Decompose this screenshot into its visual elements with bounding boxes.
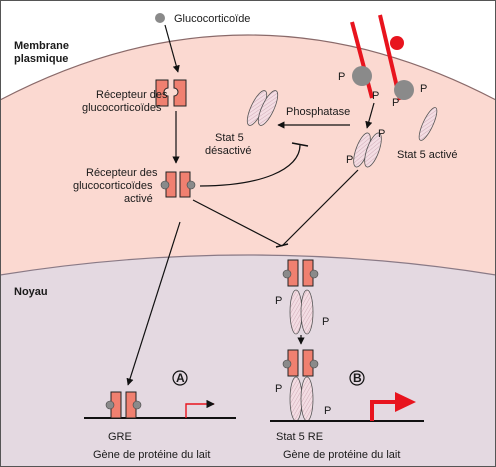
receptor-label-line2: glucocorticoïdes bbox=[82, 102, 162, 114]
stat5-free-icon bbox=[418, 107, 438, 141]
receptor-to-nucleus-line bbox=[192, 199, 283, 247]
circle-b-icon bbox=[349, 370, 365, 386]
phospho-label-4: P bbox=[420, 83, 427, 95]
circle-a-label: A bbox=[176, 371, 185, 385]
promoter-arrow-a bbox=[185, 399, 215, 418]
receptor-active-label-line2: glucocorticoïdes bbox=[73, 180, 153, 192]
ligand-entry-arrow bbox=[164, 24, 180, 73]
phospho-label-8: P bbox=[322, 316, 329, 328]
receptor-active-icon bbox=[160, 171, 196, 198]
phospho-label-2: P bbox=[372, 90, 379, 102]
nucleus-label: Noyau bbox=[14, 286, 48, 298]
gre-bound-receptor-icon bbox=[105, 391, 142, 419]
receptor-stat5-complex-icon bbox=[282, 259, 319, 335]
phospho-label-10: P bbox=[324, 405, 331, 417]
phospho-label-5: P bbox=[346, 154, 353, 166]
gre-label: GRE bbox=[108, 431, 132, 443]
receptor-active-label-line3: activé bbox=[124, 193, 153, 205]
bound-complex-icon bbox=[282, 349, 319, 422]
membrane-label-line2: plasmique bbox=[14, 53, 68, 65]
phospho-label-6: P bbox=[378, 128, 385, 140]
receptor-inactive-icon bbox=[155, 79, 187, 107]
glucocorticoid-label: Glucocorticoïde bbox=[174, 13, 250, 25]
stat5-inactive-icon bbox=[246, 90, 279, 126]
phospho-label-7: P bbox=[275, 295, 282, 307]
stat5-active-icon bbox=[353, 132, 382, 168]
receptor-to-gre-arrow bbox=[126, 221, 181, 386]
complex-junction-bar bbox=[275, 243, 289, 248]
stat5-inactive-label-line2: désactivé bbox=[205, 145, 251, 157]
receptor-active-label-line1: Récepteur des bbox=[86, 167, 158, 179]
promoter-arrow-b bbox=[370, 400, 396, 421]
inhibition-line bbox=[199, 144, 301, 187]
stat5-active-label: Stat 5 activé bbox=[397, 149, 458, 161]
membrane-receptor-icon bbox=[350, 14, 414, 101]
stat5-activation-arrow bbox=[365, 102, 375, 129]
circle-b-label: B bbox=[353, 371, 362, 385]
promoter-arrowhead-b bbox=[395, 392, 416, 412]
nucleus-region bbox=[0, 254, 496, 467]
gene-a-label: Gène de protéine du lait bbox=[93, 449, 210, 461]
glucocorticoid-icon bbox=[155, 13, 165, 23]
phospho-label-9: P bbox=[275, 383, 282, 395]
stat5-to-nucleus-line bbox=[281, 169, 359, 247]
gene-b-label: Gène de protéine du lait bbox=[283, 449, 400, 461]
circle-a-icon bbox=[172, 370, 188, 386]
phospho-label-1: P bbox=[338, 71, 345, 83]
phospho-label-3: P bbox=[392, 97, 399, 109]
receptor-label-line1: Récepteur des bbox=[96, 89, 168, 101]
stat5-inactive-label-line1: Stat 5 bbox=[215, 132, 244, 144]
inhibition-bar bbox=[291, 142, 309, 147]
phosphatase-label: Phosphatase bbox=[286, 106, 350, 118]
stat5-re-label: Stat 5 RE bbox=[276, 431, 323, 443]
membrane-label-line1: Membrane bbox=[14, 40, 69, 52]
